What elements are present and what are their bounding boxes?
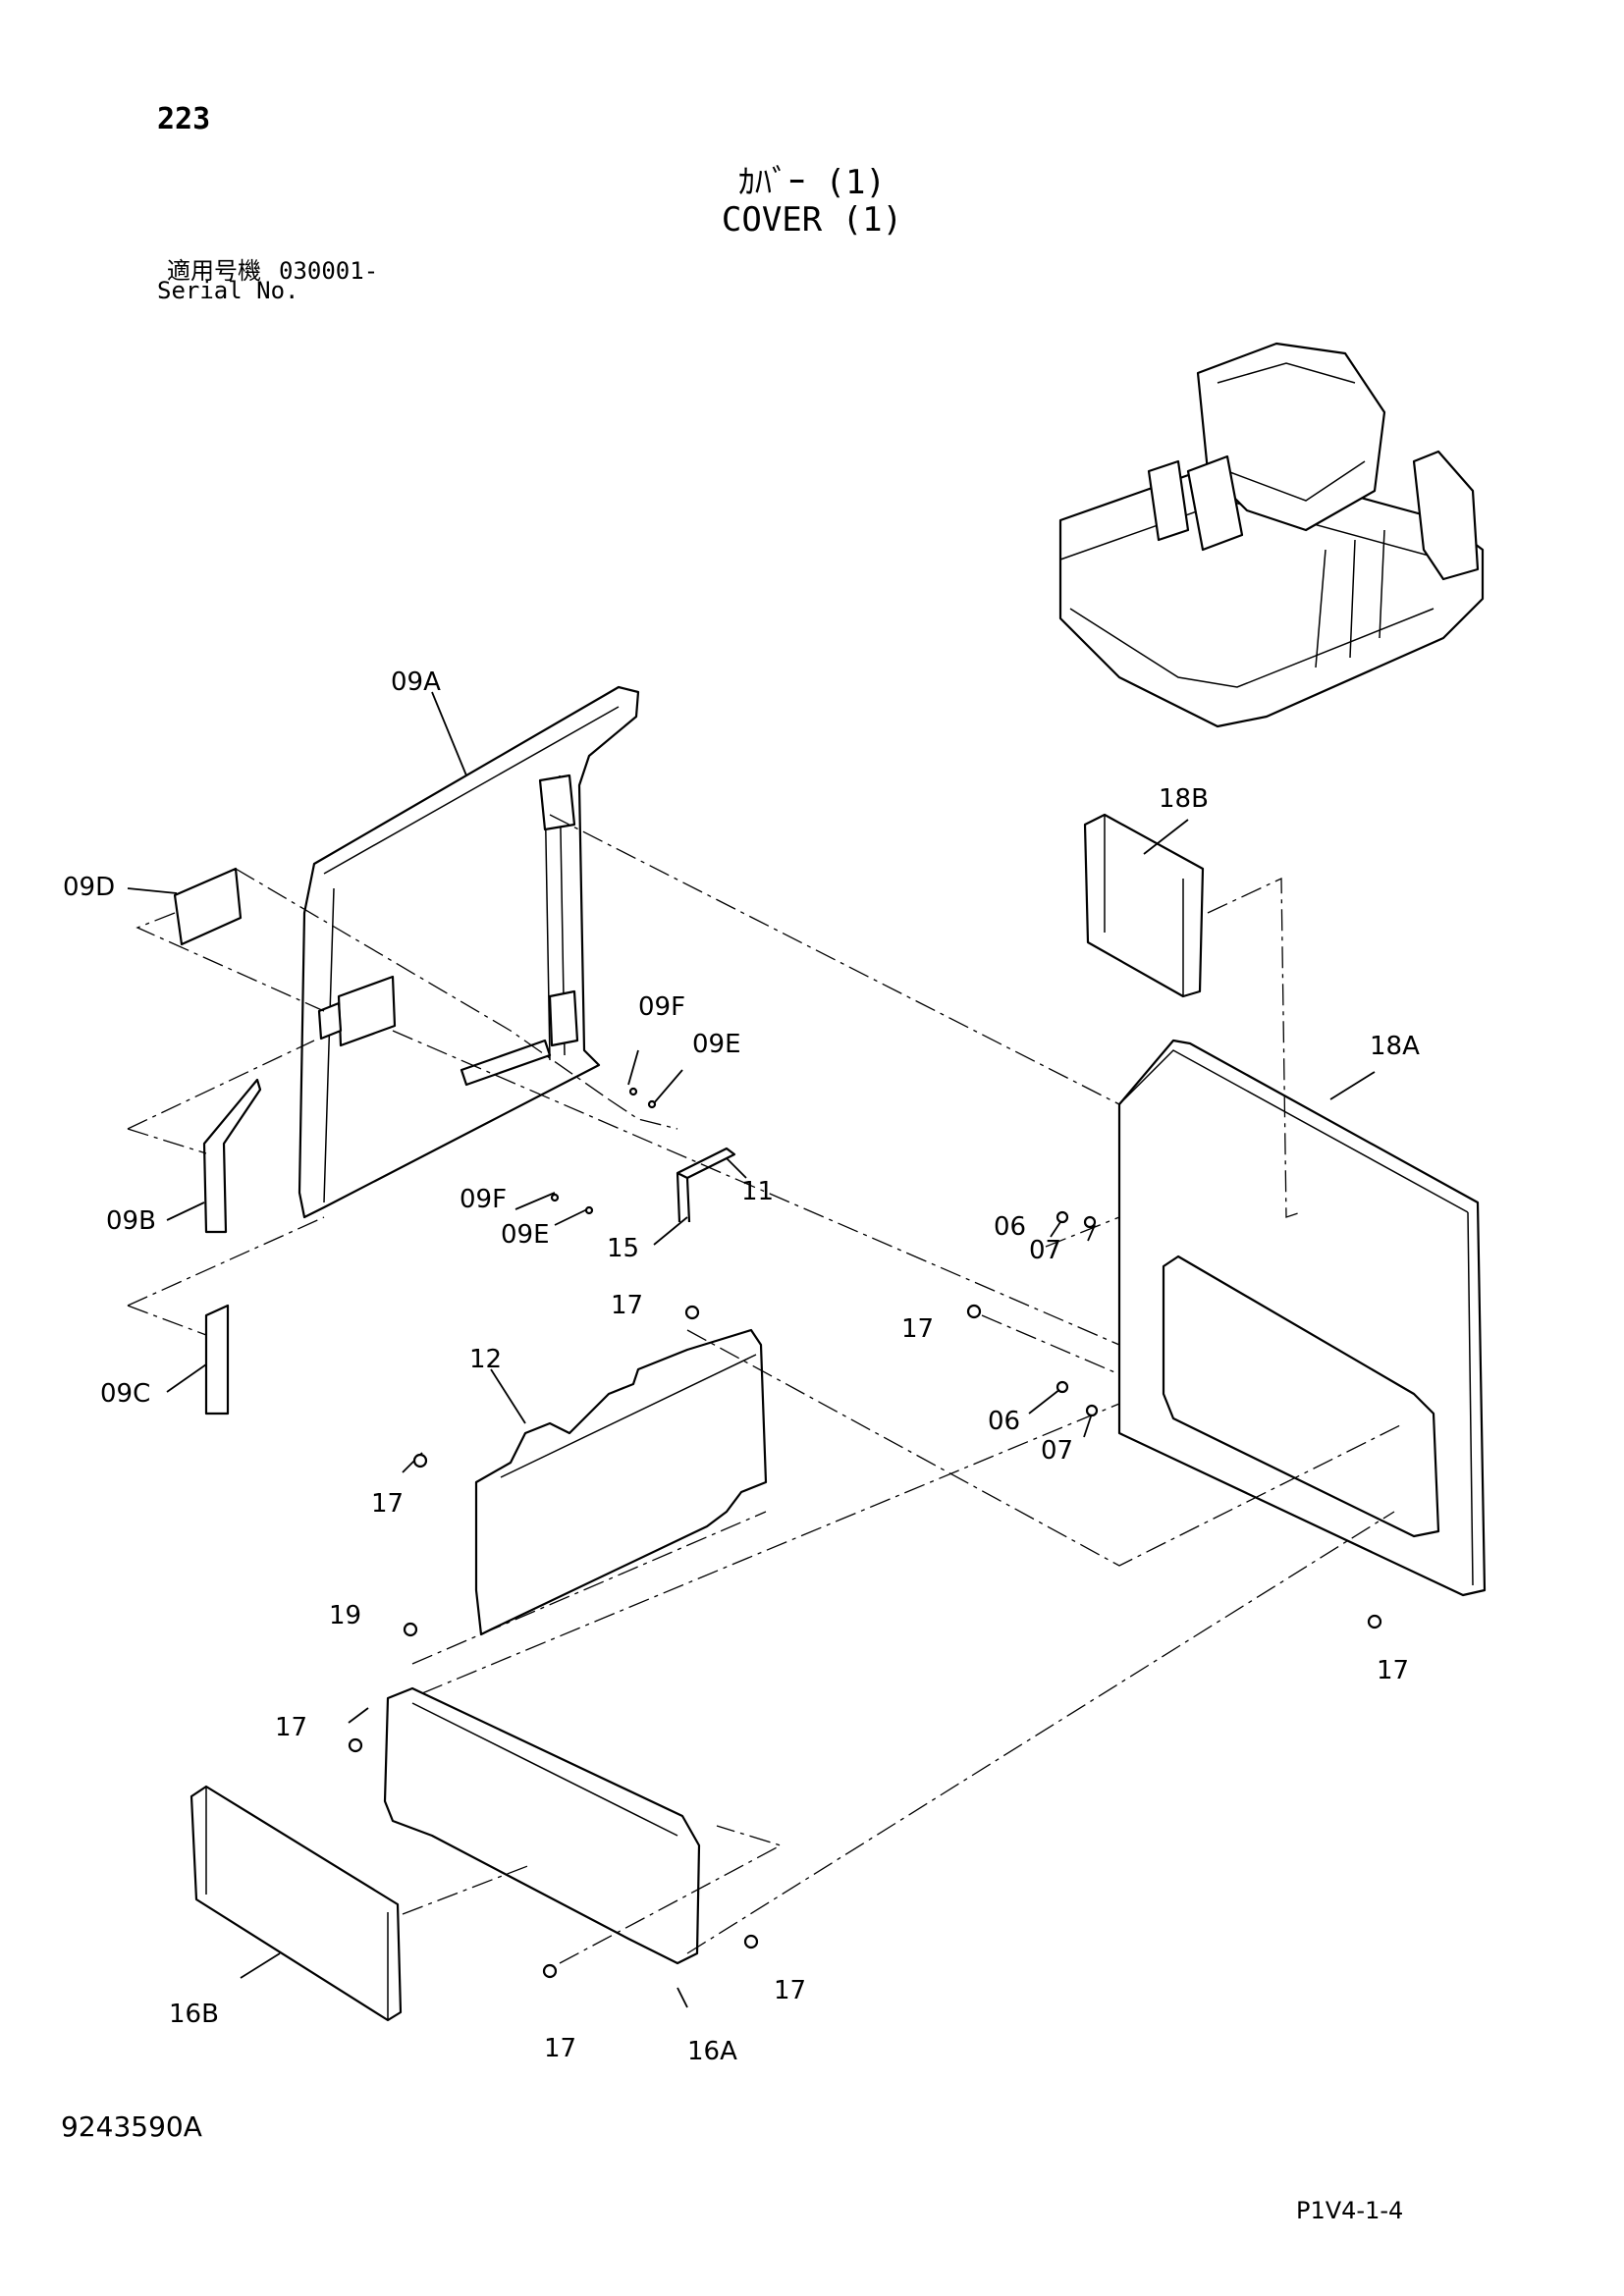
serial-label-jp-text: 適用号機 — [167, 257, 261, 285]
callout-09E-upper: 09E — [692, 1030, 741, 1059]
title-japanese: ｶﾊﾞｰ (1) — [738, 163, 886, 202]
title-english: COVER (1) — [721, 200, 903, 240]
callout-16B: 16B — [169, 2000, 219, 2029]
serial-range: 030001- — [279, 257, 379, 285]
callout-09A: 09A — [391, 667, 441, 697]
callout-17-g: 17 — [544, 2034, 576, 2063]
drawing-number: 9243590A — [61, 2110, 202, 2143]
part-16A-panel — [383, 1686, 701, 1965]
part-09C-strip — [204, 1304, 230, 1415]
callout-12: 12 — [469, 1345, 502, 1374]
callout-18B: 18B — [1159, 784, 1209, 814]
part-16B-pad — [189, 1785, 403, 2022]
callout-17-a: 17 — [611, 1291, 643, 1320]
callout-09E-lower: 09E — [501, 1220, 550, 1250]
callout-09F-lower: 09F — [460, 1185, 507, 1214]
callout-17-d: 17 — [275, 1713, 307, 1742]
assembly-lines — [127, 814, 1405, 1964]
callout-labels: 09A 09D 09B 09C 09F 09E 09F 09E 11 15 12… — [63, 667, 1420, 2066]
part-12-plate — [474, 1328, 768, 1636]
callout-06-upper: 06 — [994, 1212, 1026, 1242]
machine-overview-inset — [1058, 342, 1485, 728]
callout-06-lower: 06 — [988, 1407, 1020, 1436]
callout-19: 19 — [329, 1601, 361, 1630]
callout-15: 15 — [607, 1234, 639, 1263]
callout-09B: 09B — [106, 1206, 156, 1236]
part-11-handle — [676, 1147, 736, 1223]
part-09A-frame — [298, 685, 640, 1219]
callout-07-upper: 07 — [1029, 1236, 1061, 1265]
serial-label-en: Serial No. — [157, 277, 299, 304]
callout-17-f: 17 — [774, 1976, 806, 2005]
callout-18A: 18A — [1370, 1032, 1420, 1061]
callout-17-c: 17 — [371, 1489, 404, 1519]
callout-17-e: 17 — [1377, 1656, 1409, 1685]
part-18A-panel — [1117, 1039, 1487, 1597]
sheet-code: P1V4-1-4 — [1296, 2197, 1404, 2224]
callout-09C: 09C — [100, 1379, 150, 1409]
callout-09F-upper: 09F — [638, 992, 685, 1022]
serial-label-jp: 適用号機 030001- — [167, 251, 378, 286]
fasteners — [348, 1087, 1382, 1979]
part-18B-pad — [1083, 813, 1205, 998]
part-09D-bracket — [173, 867, 243, 946]
leader-lines — [127, 691, 1376, 2008]
callout-11: 11 — [741, 1177, 774, 1206]
callout-09D: 09D — [63, 873, 115, 902]
callout-16A: 16A — [687, 2037, 737, 2066]
callout-17-b: 17 — [901, 1314, 934, 1344]
callout-07-lower: 07 — [1041, 1436, 1073, 1466]
part-09B-strip — [202, 1078, 262, 1234]
page-number: 223 — [157, 102, 211, 136]
